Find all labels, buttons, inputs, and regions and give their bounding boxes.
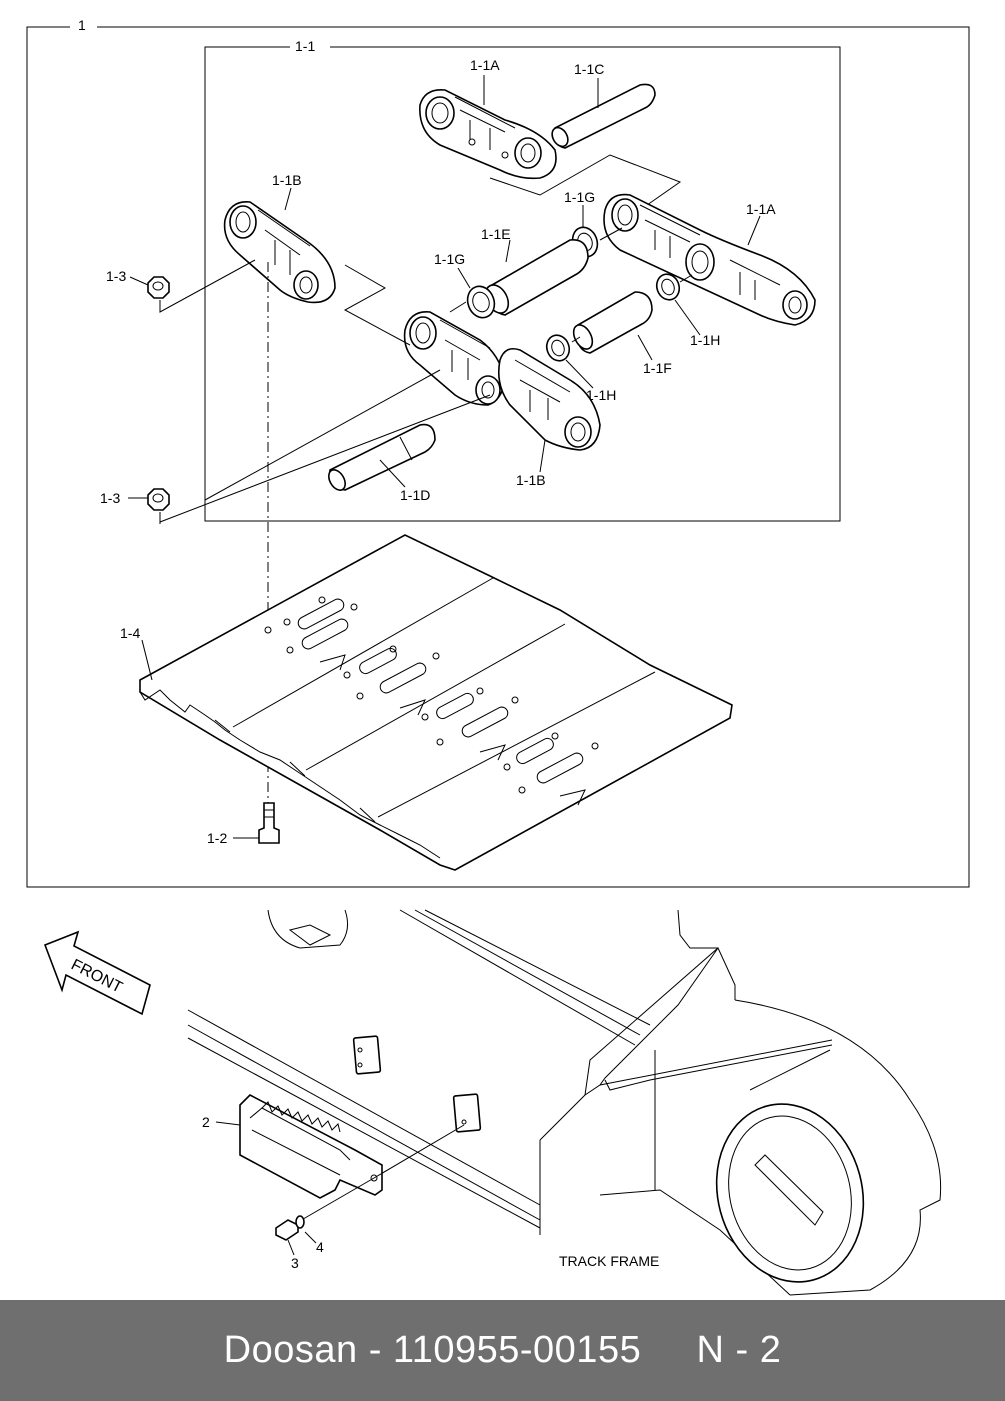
seal-1-1h-left <box>545 334 571 362</box>
seal-1-1h-right <box>655 273 681 301</box>
label-1-1c: 1-1C <box>574 61 604 77</box>
label-1-1d: 1-1D <box>400 487 430 503</box>
label-1-4: 1-4 <box>120 625 140 641</box>
track-frame <box>187 909 942 1296</box>
label-1-1a-right: 1-1A <box>746 201 776 217</box>
washer-4 <box>295 1215 305 1229</box>
label-1-1a-top: 1-1A <box>470 57 500 73</box>
pin-1-1d <box>328 423 436 491</box>
front-arrow: FRONT <box>43 930 151 1016</box>
footer-text: Doosan - 110955-00155 N - 2 <box>223 1329 782 1371</box>
parts-diagram: 1 1-1 1-1A 1-1C 1-1B <box>26 17 970 1296</box>
nut-1-3-top <box>147 259 256 313</box>
label-1-2: 1-2 <box>207 830 227 846</box>
link-center <box>403 311 506 406</box>
label-1-1h-right: 1-1H <box>690 332 720 348</box>
label-1-1h-left: 1-1H <box>586 387 616 403</box>
nut-1-3-bottom <box>147 488 170 524</box>
label-1-1f: 1-1F <box>643 360 672 376</box>
label-1-1b-left: 1-1B <box>272 172 302 188</box>
label-1-1b-bottom: 1-1B <box>516 472 546 488</box>
link-1-1b-bottom <box>497 347 601 451</box>
link-1-1a-top <box>419 88 557 180</box>
label-1-1e: 1-1E <box>481 226 511 242</box>
assembly-frame: 1 <box>26 17 970 888</box>
link-1-1b-left <box>223 201 336 304</box>
label-2: 2 <box>202 1114 210 1130</box>
label-3: 3 <box>291 1255 299 1271</box>
link-1-1a-right <box>603 193 816 326</box>
label-1-3-top: 1-3 <box>106 268 126 284</box>
subassembly-frame: 1-1 <box>204 38 841 522</box>
label-1-1g-left: 1-1G <box>434 251 465 267</box>
seal-1-1g-left <box>466 285 496 319</box>
label-1-3-bottom: 1-3 <box>100 490 120 506</box>
spacer-1-1f <box>572 291 653 354</box>
label-track-frame: TRACK FRAME <box>559 1253 659 1269</box>
track-shoe-1-4 <box>139 534 733 871</box>
subassembly-label: 1-1 <box>295 38 315 54</box>
pin-1-1c <box>551 83 656 149</box>
label-4: 4 <box>316 1239 324 1255</box>
screw-3 <box>275 1219 299 1241</box>
step-guard-2 <box>239 1094 383 1199</box>
bolt-1-2 <box>258 802 280 844</box>
label-1-1g-right: 1-1G <box>564 189 595 205</box>
bushing-1-1e <box>484 239 589 316</box>
footer-bar: Doosan - 110955-00155 N - 2 <box>0 1300 1005 1401</box>
assembly-label: 1 <box>78 17 86 33</box>
